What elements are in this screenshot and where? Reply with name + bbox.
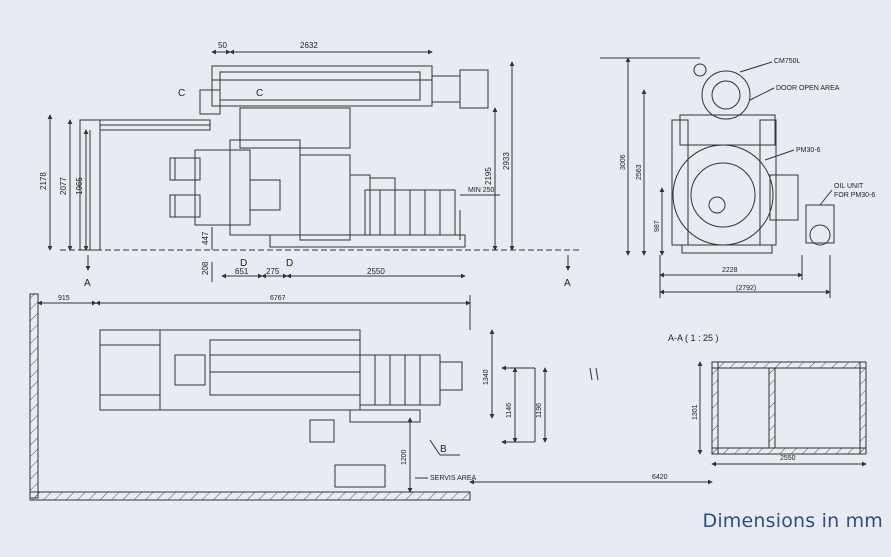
dim-bottom-2: 275 [266, 267, 280, 276]
dim-side-v-3: 987 [654, 220, 661, 232]
label-b: B [440, 444, 447, 455]
dim-side-h-1: 2228 [722, 267, 738, 274]
dim-top-1: 50 [218, 41, 227, 50]
dim-bottom-3: 2550 [367, 267, 385, 276]
section-title: A-A ( 1 : 25 ) [668, 333, 719, 343]
label-d-2: D [286, 258, 293, 269]
dim-v-3: 1965 [75, 177, 84, 195]
callout-cm750l: CM750L [774, 58, 801, 65]
dim-plan-6767: 6767 [270, 295, 286, 302]
dim-v-6: 2933 [502, 152, 511, 170]
callout-oil-unit-for: FOR PM30-6 [834, 192, 875, 199]
dim-plan-1340: 1340 [483, 369, 490, 385]
dim-v-1: 2178 [39, 172, 48, 190]
dim-plan-6420: 6420 [652, 474, 668, 481]
plan-view-text: 915 6767 1340 1200 1146 1196 6420 B SERV… [58, 295, 668, 482]
front-view [47, 49, 580, 282]
dim-v-5: 208 [201, 261, 210, 275]
plan-view [29, 293, 713, 501]
callout-door-open-area: DOOR OPEN AREA [776, 85, 840, 92]
label-c-2: C [256, 88, 263, 99]
dim-v-4: 447 [201, 231, 210, 245]
dim-side-v-1: 3006 [620, 154, 627, 170]
dim-section-2550: 2550 [780, 455, 796, 462]
dim-v-7: 2195 [484, 167, 493, 185]
front-view-text: 50 2632 2178 2077 1965 447 208 2933 2195… [39, 41, 571, 289]
dim-section-1301: 1301 [692, 404, 699, 420]
label-min-250: MIN 250 [468, 187, 495, 194]
dim-side-h-2: (2792) [736, 285, 756, 292]
dim-v-2: 2077 [59, 177, 68, 195]
label-c-1: C [178, 88, 185, 99]
section-view-text: A-A ( 1 : 25 ) 1301 2550 [668, 333, 796, 462]
dim-top-2: 2632 [300, 41, 318, 50]
label-servis-area: SERVIS AREA [430, 475, 477, 482]
section-mark-a-2: A [564, 278, 571, 289]
dim-plan-1200: 1200 [401, 449, 408, 465]
dimensions-caption: Dimensions in mm [702, 510, 883, 532]
callout-pm30-6: PM30-6 [796, 147, 821, 154]
dim-bottom-1: 651 [235, 267, 249, 276]
callout-oil-unit: OIL UNIT [834, 183, 864, 190]
dim-plan-1146: 1146 [506, 403, 513, 418]
dim-plan-1196: 1196 [536, 403, 543, 418]
section-view [697, 361, 867, 467]
dim-side-v-2: 2563 [636, 164, 643, 180]
section-mark-a-1: A [84, 278, 91, 289]
dim-plan-915: 915 [58, 295, 70, 302]
label-d-1: D [240, 258, 247, 269]
side-view [600, 57, 835, 298]
side-view-text: 3006 2563 987 2228 (2792) CM750L DOOR OP… [620, 58, 875, 292]
